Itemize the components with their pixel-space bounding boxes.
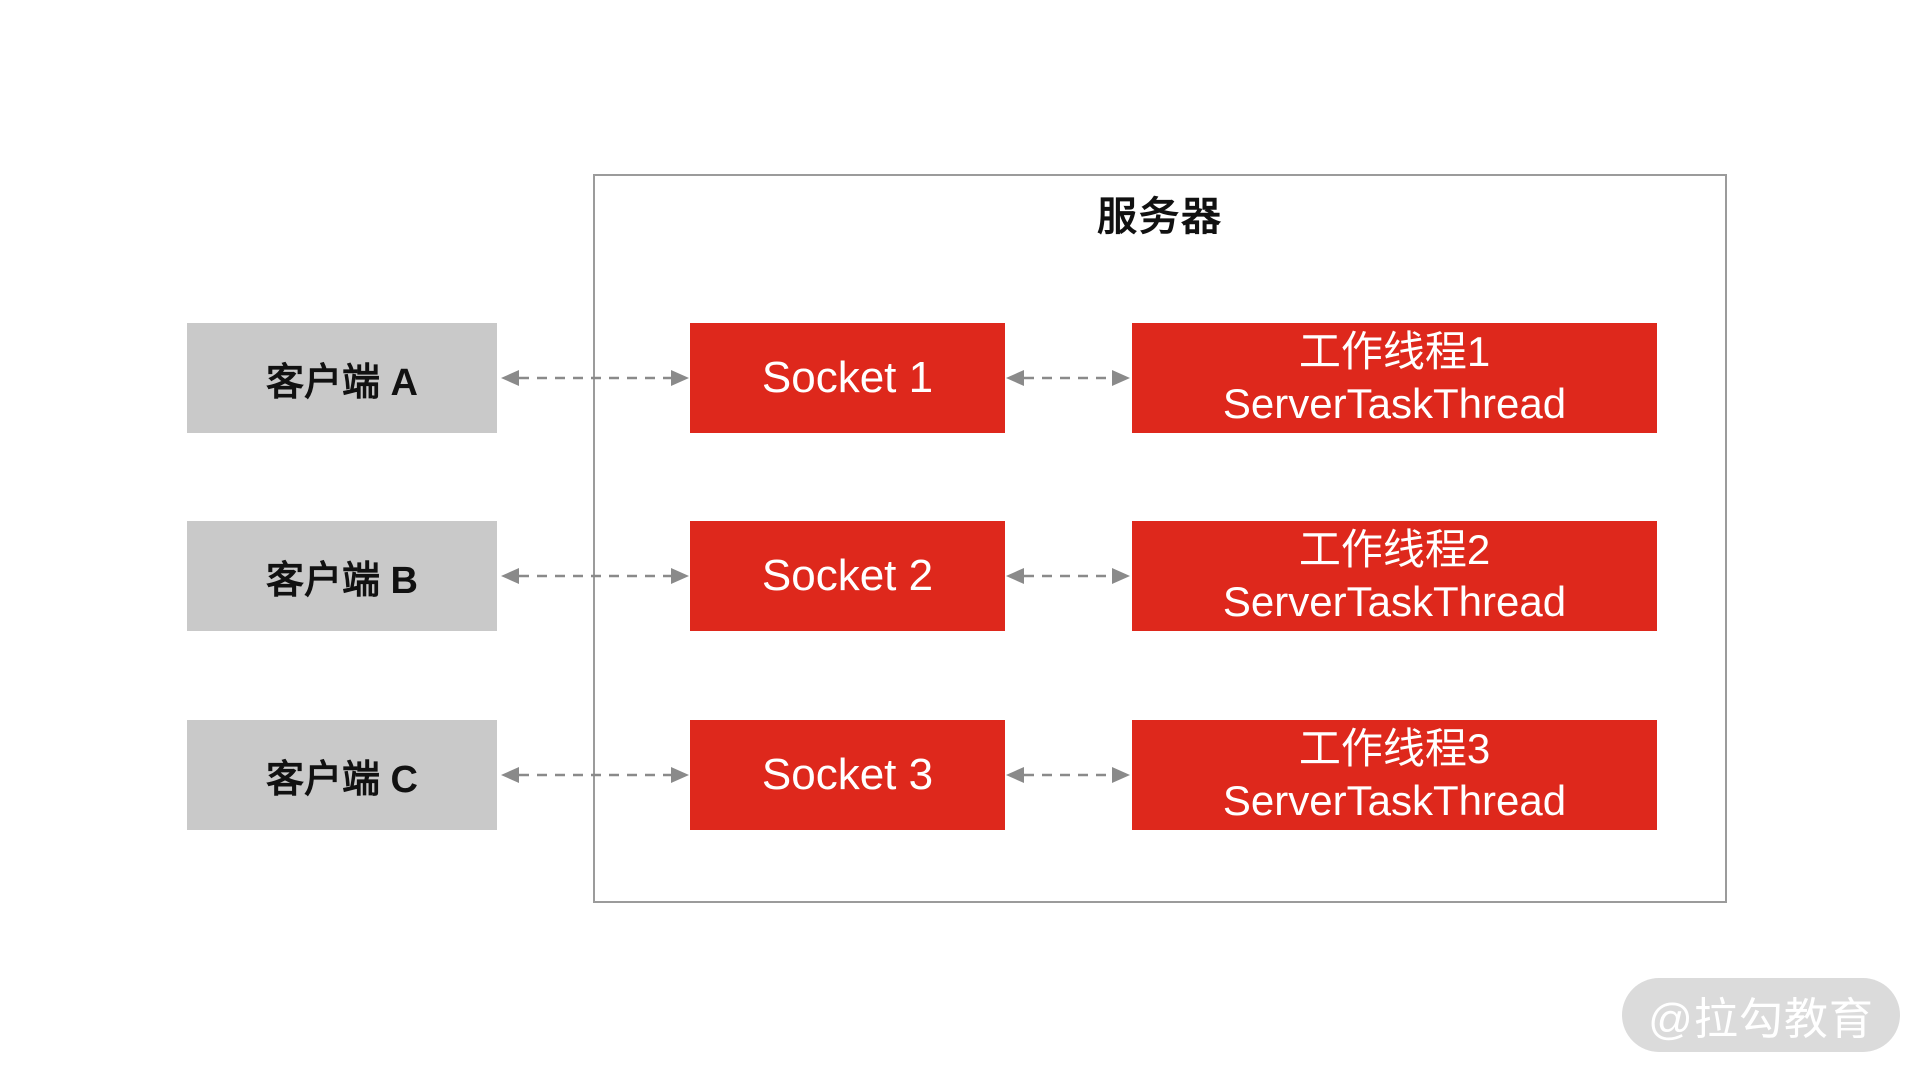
bidirectional-arrow-icon [501,767,689,783]
server-title: 服务器 [1097,195,1223,239]
socket-2-label: Socket 2 [761,551,934,600]
client-c-box: 客户端 C [187,720,497,830]
worker-thread-1-title: 工作线程1 [1298,328,1491,375]
bidirectional-arrow-icon [501,568,689,584]
client-b-label: 客户端 B [265,559,418,602]
socket-3-label: Socket 3 [761,750,934,799]
watermark-text: @拉勾教育 [1648,995,1874,1044]
worker-thread-1-subtitle: ServerTaskThread [1222,380,1567,427]
bidirectional-arrow-icon [1006,568,1130,584]
socket-1-label: Socket 1 [761,353,934,402]
client-a-box: 客户端 A [187,323,497,433]
worker-thread-2-box: 工作线程2 ServerTaskThread [1132,521,1657,631]
client-a-label: 客户端 A [265,361,418,404]
bidirectional-arrow-icon [1006,370,1130,386]
socket-2-box: Socket 2 [690,521,1005,631]
worker-thread-2-title: 工作线程2 [1298,526,1491,573]
worker-thread-2-subtitle: ServerTaskThread [1222,578,1567,625]
bidirectional-arrow-icon [501,370,689,386]
client-b-box: 客户端 B [187,521,497,631]
bidirectional-arrow-icon [1006,767,1130,783]
server-container: 服务器 [593,174,1727,903]
worker-thread-3-box: 工作线程3 ServerTaskThread [1132,720,1657,830]
worker-thread-3-title: 工作线程3 [1298,725,1491,772]
worker-thread-1-box: 工作线程1 ServerTaskThread [1132,323,1657,433]
worker-thread-3-subtitle: ServerTaskThread [1222,777,1567,824]
socket-3-box: Socket 3 [690,720,1005,830]
client-c-label: 客户端 C [265,758,418,801]
socket-1-box: Socket 1 [690,323,1005,433]
watermark-badge: @拉勾教育 [1622,978,1900,1052]
